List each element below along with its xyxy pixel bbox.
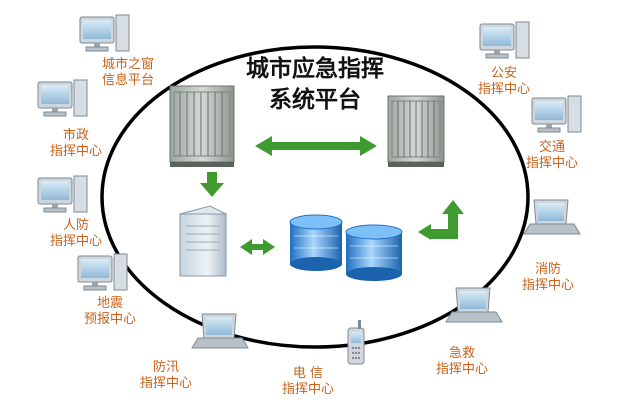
down-arrow-to-tower: [200, 172, 224, 197]
desktop-traffic-icon: [531, 95, 582, 133]
platform-title-line1: 城市应急指挥: [246, 56, 384, 82]
label-municipal: 市政指挥中心: [49, 128, 102, 159]
label-civil-defense: 人防指挥中心: [49, 218, 102, 249]
desktop-police-icon: [479, 21, 530, 59]
laptop-emergency-rescue-icon: [445, 287, 503, 323]
desktop-city-window-icon: [79, 14, 130, 52]
mobile-phone-telecom-icon: [347, 320, 365, 365]
label-police: 公安指挥中心: [477, 66, 530, 97]
bidirectional-arrow-servers: [255, 136, 377, 156]
desktop-municipal-icon: [37, 79, 88, 117]
bidirectional-arrow-tower-storage: [240, 239, 275, 255]
label-telecom: 电 信指挥中心: [281, 366, 334, 397]
desktop-civil-defense-icon: [37, 175, 88, 213]
desktop-earthquake-icon: [77, 253, 128, 291]
label-traffic: 交通指挥中心: [525, 140, 578, 171]
label-flood-control: 防汛指挥中心: [139, 360, 192, 391]
arrows-group: [200, 136, 464, 255]
platform-title-line2: 系统平台: [269, 87, 361, 113]
label-earthquake: 地震预报中心: [83, 296, 136, 327]
rack-server-left-icon: [169, 85, 235, 167]
laptop-fire-icon: [523, 199, 581, 235]
label-fire: 消防指挥中心: [521, 262, 574, 293]
storage-array-icon: [289, 214, 403, 281]
tower-server-icon: [178, 205, 228, 277]
label-emergency-rescue: 急救指挥中心: [435, 346, 488, 377]
label-city-window: 城市之窗信息平台: [101, 57, 154, 88]
rack-server-right-icon: [387, 95, 445, 167]
curved-arrow-storage-server: [418, 200, 464, 240]
platform-boundary-ellipse: [100, 45, 530, 349]
laptop-flood-control-icon: [191, 313, 249, 349]
